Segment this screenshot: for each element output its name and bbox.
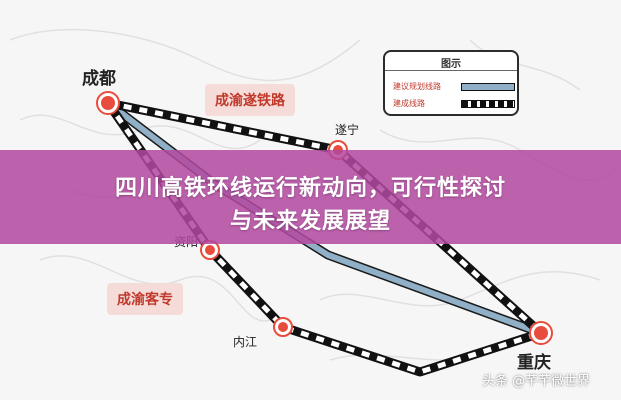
banner-title-line-2: 与未来发展展望 [229, 209, 391, 234]
built-line-dashes [107, 100, 543, 335]
stations [96, 91, 553, 345]
city-label-chengdu: 成都 [82, 69, 116, 89]
map-legend: 图示 建议规划线路 建成线路 [383, 50, 519, 116]
boundary-line [9, 28, 361, 82]
legend-title: 图示 [441, 59, 461, 70]
city-label-chongqing: 重庆 [517, 353, 551, 373]
station-dot-chengdu [101, 96, 115, 110]
station-dot-neijiang [278, 322, 288, 332]
boundary-line [39, 255, 271, 322]
watermark-text: 头条 @芊芊微世界 [482, 374, 591, 389]
station-dot-ziyang [205, 245, 215, 255]
legend-built-swatch [461, 100, 515, 108]
title-banner: 四川高铁环线运行新动向，可行性探讨 与未来发展展望 [0, 150, 621, 244]
legend-built-label: 建成线路 [393, 99, 425, 108]
boundary-line [469, 39, 581, 91]
banner-title-line-1: 四川高铁环线运行新动向，可行性探讨 [114, 176, 506, 201]
line-tag-chengyu-suiyu: 成渝遂铁路 [205, 84, 295, 116]
city-label-neijiang: 内江 [233, 335, 258, 349]
legend-planned-label: 建议规划线路 [393, 82, 441, 91]
legend-planned-swatch [461, 83, 515, 91]
station-dot-chongqing [534, 326, 548, 340]
legend-divider [385, 70, 517, 71]
city-label-suining: 遂宁 [335, 123, 360, 137]
line-tag-chengyu-kezhuan: 成渝客专 [107, 283, 183, 315]
